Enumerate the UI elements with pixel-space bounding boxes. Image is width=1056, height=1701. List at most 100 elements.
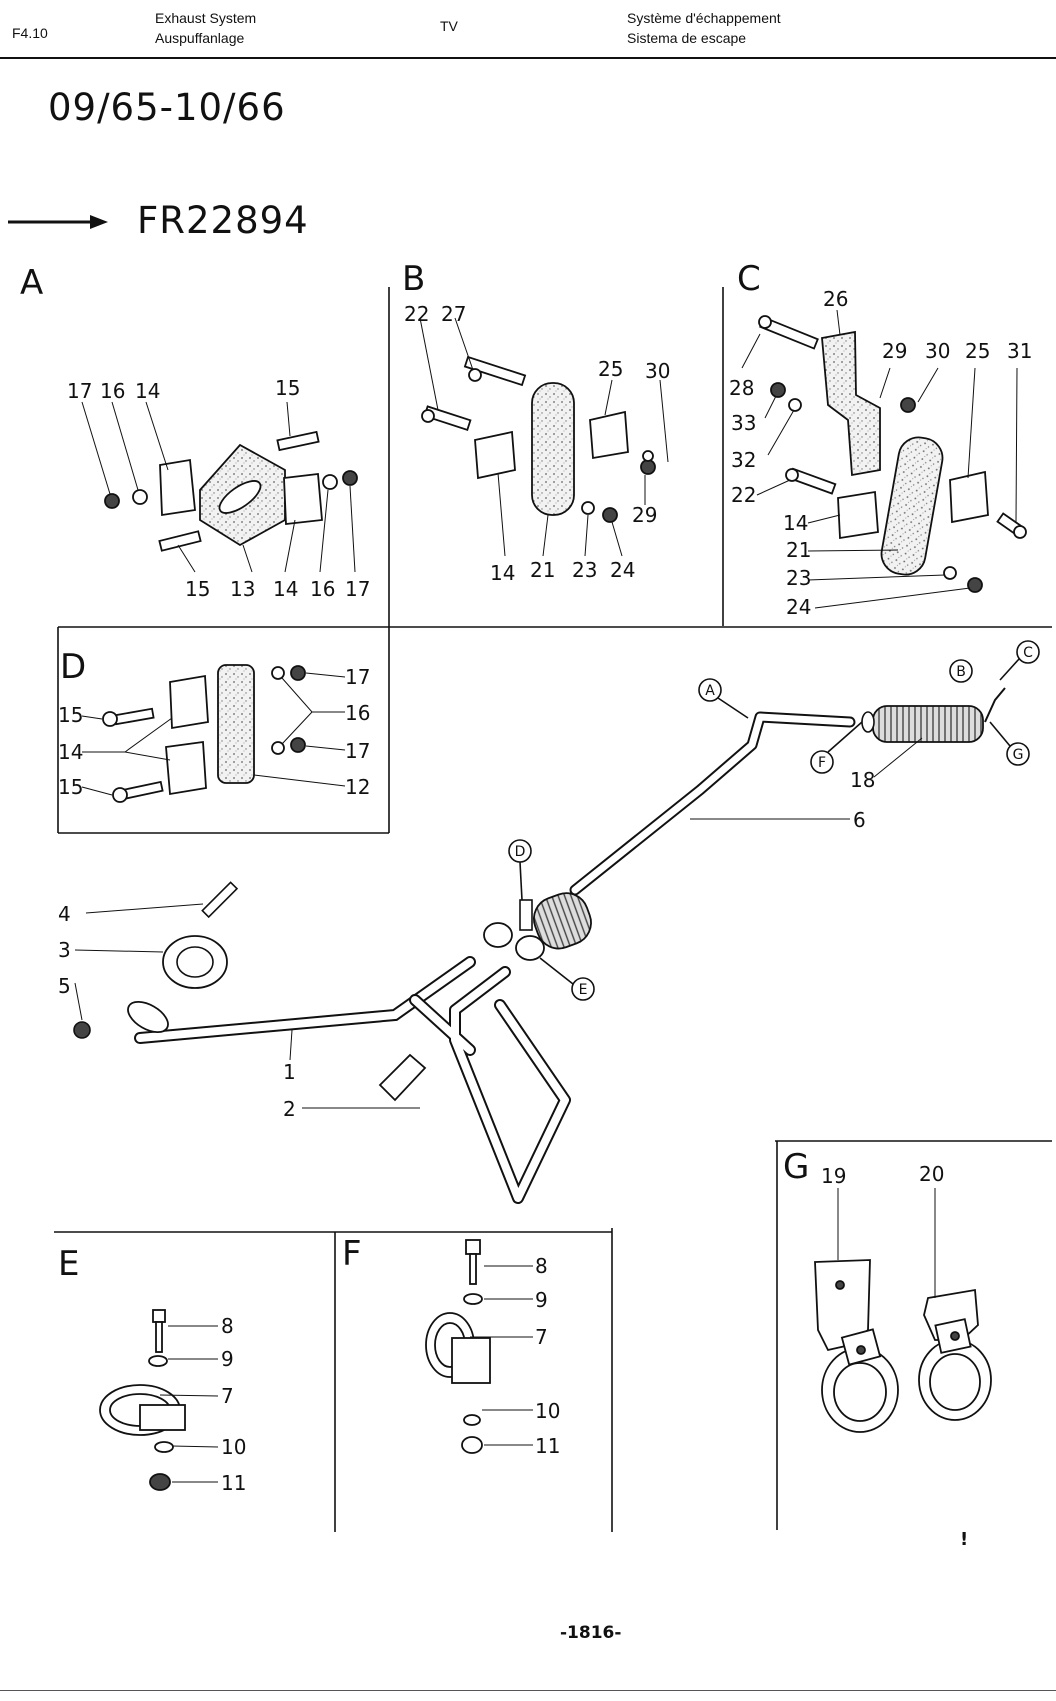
section-c-drawing [741,309,1027,609]
svg-text:6: 6 [853,808,866,832]
section-b-letter: B [402,259,425,299]
svg-text:7: 7 [221,1384,234,1408]
section-f-drawing [425,1239,533,1454]
section-g-callouts: 19 20 [821,1162,944,1188]
svg-text:19: 19 [821,1164,846,1188]
svg-text:B: B [956,664,966,680]
svg-text:9: 9 [535,1288,548,1312]
section-b-callouts: 22 27 25 30 29 14 21 23 24 [404,302,670,585]
svg-text:21: 21 [530,558,555,582]
svg-text:D: D [515,844,526,860]
svg-text:14: 14 [58,740,83,764]
svg-text:4: 4 [58,902,71,926]
svg-text:18: 18 [850,768,875,792]
svg-text:22: 22 [404,302,429,326]
svg-text:3: 3 [58,938,71,962]
svg-text:25: 25 [598,357,623,381]
date-range: 09/65-10/66 [48,86,286,129]
svg-text:10: 10 [221,1435,246,1459]
section-e-letter: E [58,1244,79,1284]
svg-text:14: 14 [783,511,808,535]
svg-text:15: 15 [58,775,83,799]
svg-text:8: 8 [535,1254,548,1278]
stray-mark: ! [960,1529,968,1550]
svg-text:15: 15 [185,577,210,601]
svg-text:31: 31 [1007,339,1032,363]
svg-text:29: 29 [882,339,907,363]
exhaust-assembly [73,687,1006,1204]
section-a-drawing [81,401,358,573]
svg-text:F: F [818,755,826,771]
svg-text:22: 22 [731,483,756,507]
svg-text:G: G [1013,747,1024,763]
svg-text:17: 17 [67,379,92,403]
section-d-drawing [81,664,346,803]
panel-borders [54,287,1052,1532]
main-callouts: 4 3 5 1 2 6 18 [58,768,875,1121]
svg-text:23: 23 [786,566,811,590]
svg-text:12: 12 [345,775,370,799]
footer-rule [0,1690,1056,1691]
header-rule [0,57,1056,59]
svg-text:17: 17 [345,739,370,763]
section-a-letter: A [20,263,43,303]
page-number: -1816- [560,1623,622,1643]
section-c-letter: C [737,259,761,299]
section-d-letter: D [60,647,86,687]
svg-text:21: 21 [786,538,811,562]
svg-text:11: 11 [221,1471,246,1495]
circled-letters [508,640,1040,1001]
svg-text:33: 33 [731,411,756,435]
section-e-drawing [99,1309,219,1491]
svg-text:13: 13 [230,577,255,601]
section-g-letter: G [783,1147,809,1187]
svg-text:2: 2 [283,1097,296,1121]
svg-text:15: 15 [275,376,300,400]
svg-text:17: 17 [345,665,370,689]
svg-text:15: 15 [58,703,83,727]
svg-text:32: 32 [731,448,756,472]
title-french: Système d'échappement [627,10,781,26]
svg-text:16: 16 [345,701,370,725]
svg-text:29: 29 [632,503,657,527]
svg-text:8: 8 [221,1314,234,1338]
svg-text:14: 14 [490,561,515,585]
svg-text:A: A [705,683,715,699]
section-c-callouts: 26 29 30 25 31 28 33 32 22 14 21 23 24 [729,287,1032,619]
model-code: TV [440,18,458,34]
section-e-callouts: 8 9 7 10 11 [221,1314,246,1495]
svg-text:23: 23 [572,558,597,582]
svg-text:5: 5 [58,974,71,998]
svg-text:30: 30 [925,339,950,363]
svg-text:14: 14 [135,379,160,403]
svg-text:17: 17 [345,577,370,601]
svg-text:C: C [1023,645,1033,661]
svg-text:20: 20 [919,1162,944,1186]
chassis-number: FR22894 [137,199,309,242]
svg-text:16: 16 [310,577,335,601]
circled-letter-text: A B C D E F G [515,645,1034,998]
title-english: Exhaust System [155,10,257,26]
arrow-icon [8,215,108,229]
svg-text:7: 7 [535,1325,548,1349]
section-d-callouts: 15 14 15 17 16 17 12 [58,665,370,799]
svg-text:14: 14 [273,577,298,601]
svg-text:27: 27 [441,302,466,326]
section-code: F4.10 [12,25,48,41]
svg-text:10: 10 [535,1399,560,1423]
svg-text:25: 25 [965,339,990,363]
title-spanish: Sistema de escape [627,30,747,46]
svg-text:E: E [579,982,588,998]
title-german: Auspuffanlage [155,30,245,46]
svg-text:24: 24 [610,558,635,582]
section-f-letter: F [342,1234,362,1274]
section-g-drawing [814,1188,992,1433]
section-f-callouts: 8 9 7 10 11 [535,1254,560,1458]
svg-text:30: 30 [645,359,670,383]
section-b-drawing [419,317,669,557]
svg-text:28: 28 [729,376,754,400]
svg-text:16: 16 [100,379,125,403]
svg-text:11: 11 [535,1434,560,1458]
svg-text:9: 9 [221,1347,234,1371]
svg-text:26: 26 [823,287,848,311]
